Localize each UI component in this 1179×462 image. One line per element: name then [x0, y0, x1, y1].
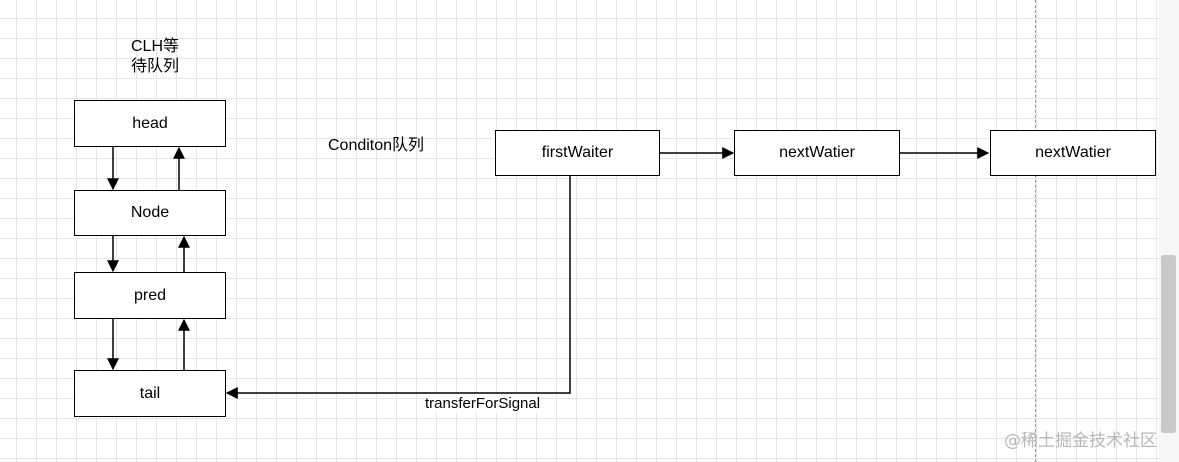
- watermark: @稀土掘金技术社区: [1004, 431, 1157, 451]
- edge-label-transfer-for-signal: transferForSignal: [425, 394, 541, 413]
- node-pred[interactable]: pred: [74, 272, 226, 319]
- page-boundary-guide: [1035, 0, 1036, 462]
- node-tail[interactable]: tail: [74, 370, 226, 417]
- clh-queue-title-line2: 待队列: [131, 58, 180, 75]
- vertical-scrollbar-thumb[interactable]: [1161, 255, 1176, 433]
- node-head[interactable]: head: [74, 100, 226, 147]
- edge-transfer-for-signal[interactable]: [225, 176, 571, 399]
- node-first-waiter[interactable]: firstWaiter: [495, 130, 660, 176]
- condition-queue-title: Conditon队列: [328, 137, 425, 154]
- clh-queue-title-line1: CLH等: [131, 38, 180, 55]
- node-next-waiter-2[interactable]: nextWatier: [990, 130, 1156, 176]
- node-node[interactable]: Node: [74, 190, 226, 236]
- node-next-waiter-1[interactable]: nextWatier: [734, 130, 900, 176]
